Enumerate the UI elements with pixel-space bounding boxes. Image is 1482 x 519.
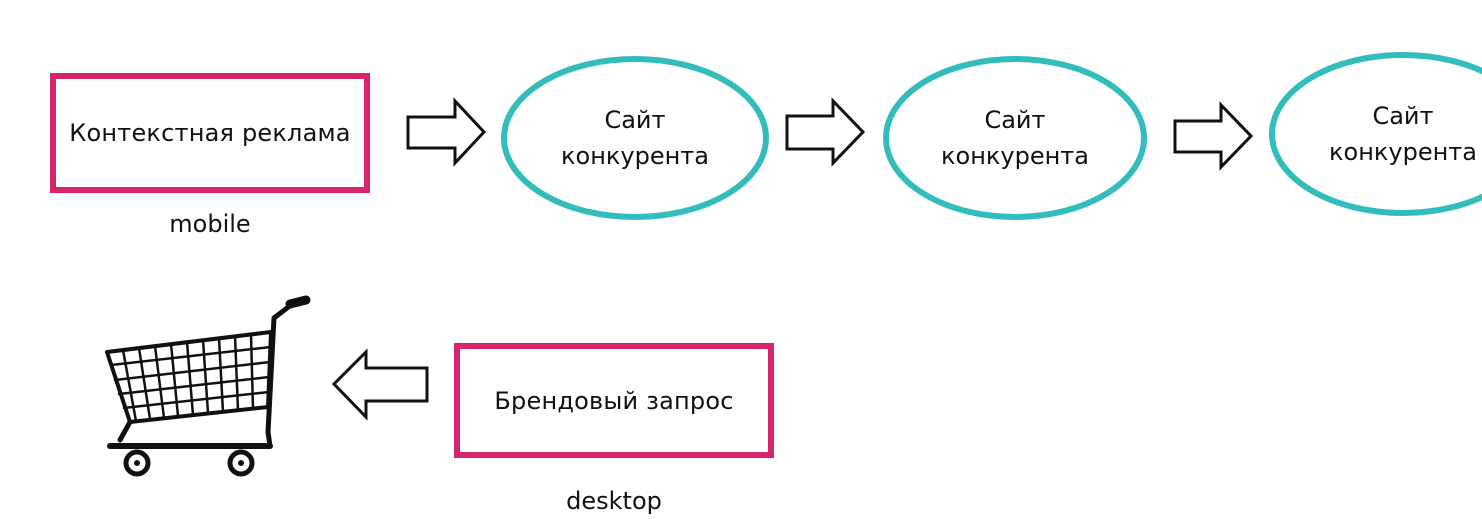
site-label-line2: конкурента — [941, 142, 1089, 170]
arrow-left-icon — [331, 348, 429, 421]
arrow-right-icon — [406, 97, 487, 167]
site-label-line1: Сайт — [1372, 102, 1434, 130]
arrow-right-icon — [785, 97, 866, 167]
site-label-3: Сайт конкурента — [1303, 98, 1482, 170]
site-label-2: Сайт конкурента — [915, 102, 1115, 174]
brand-query-label: Брендовый запрос — [494, 386, 734, 415]
context-ads-box: Контекстная реклама — [50, 73, 370, 193]
site-label-line1: Сайт — [984, 106, 1046, 134]
context-ads-label: Контекстная реклама — [69, 119, 351, 147]
arrow-right-icon — [1173, 101, 1254, 171]
site-ellipse-3 — [1269, 52, 1482, 216]
site-label-line1: Сайт — [604, 106, 666, 134]
site-label-line2: конкурента — [561, 142, 709, 170]
site-label-line2: конкурента — [1329, 138, 1477, 166]
desktop-caption: desktop — [566, 487, 662, 515]
site-label-1: Сайт конкурента — [535, 102, 735, 174]
shopping-cart-icon — [105, 295, 311, 477]
mobile-caption: mobile — [169, 210, 251, 238]
site-ellipse-1 — [501, 56, 769, 220]
site-ellipse-2 — [883, 56, 1147, 220]
brand-query-box: Брендовый запрос — [454, 343, 774, 458]
